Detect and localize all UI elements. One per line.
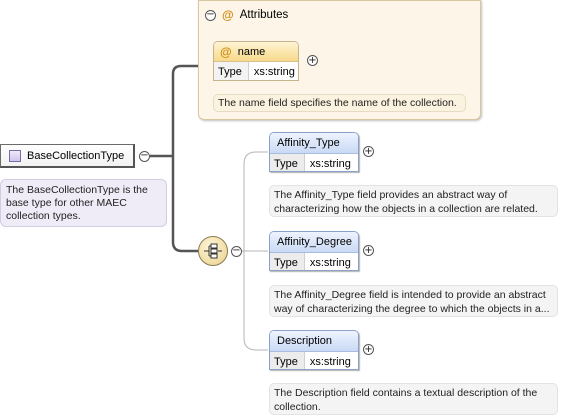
element-affinity-type[interactable]: Affinity_Type Type xs:string [269,132,359,172]
element-doc-line: collection. [274,401,321,413]
sequence-compositor-icon [204,243,222,259]
element-doc-line: The Affinity_Type field provides an abst… [274,189,508,201]
attributes-title: Attributes [239,9,289,21]
element-doc-line: The Description field contains a textual… [274,387,538,399]
sequence-collapse-button[interactable]: − [231,245,242,257]
at-sign-icon: @ [220,44,232,59]
element-doc-line: way of characterizing the degree to whic… [274,303,550,315]
sequence-compositor[interactable] [198,236,228,266]
element-documentation: The Affinity_Type field provides an abst… [269,185,558,217]
attribute-type-row: Type xs:string [214,62,298,80]
type-square-icon [9,149,21,162]
root-collapse-button[interactable]: − [139,150,150,162]
type-value: xs:string [309,356,351,368]
attribute-documentation: The name field specifies the name of the… [213,94,466,112]
attribute-name-header: @ name [214,42,298,62]
attribute-name-card[interactable]: @ name Type xs:string [213,41,299,81]
type-label: Type [270,352,305,369]
element-name: Description [270,331,358,352]
element-description[interactable]: Description Type xs:string [269,330,359,370]
attributes-panel: − @ Attributes @ name Type xs:string + T… [198,0,481,120]
element-doc-line: characterizing how the objects in a coll… [274,203,538,215]
element-affinity-degree[interactable]: Affinity_Degree Type xs:string [269,231,359,271]
type-value: xs:string [253,66,295,78]
at-sign-icon: @ [222,8,234,22]
element-documentation: The Description field contains a textual… [269,383,558,415]
type-value: xs:string [309,158,351,170]
element-expand-button[interactable]: + [363,245,374,256]
root-doc-line: collection types. [6,210,81,222]
element-name: Affinity_Type [270,133,358,154]
type-label: Type [214,62,249,80]
element-expand-button[interactable]: + [363,344,374,355]
root-documentation: The BaseCollectionType is the base type … [0,179,167,227]
root-type-name: BaseCollectionType [27,149,125,162]
element-name: Affinity_Degree [270,232,358,253]
type-label: Type [270,253,305,270]
element-type-row: Type xs:string [270,154,358,171]
root-doc-line: The BaseCollectionType is the [6,184,148,196]
attribute-expand-button[interactable]: + [307,55,318,66]
attributes-header: − @ Attributes [205,8,288,22]
element-doc-line: The Affinity_Degree field is intended to… [274,289,546,301]
type-label: Type [270,154,305,171]
element-type-row: Type xs:string [270,253,358,270]
root-type-box[interactable]: BaseCollectionType [0,144,135,168]
type-value: xs:string [309,257,351,269]
element-expand-button[interactable]: + [363,146,374,157]
element-documentation: The Affinity_Degree field is intended to… [269,285,558,317]
root-doc-line: base type for other MAEC [6,197,127,209]
element-type-row: Type xs:string [270,352,358,369]
attributes-collapse-button[interactable]: − [205,8,216,21]
attribute-name-label: name [237,45,266,58]
